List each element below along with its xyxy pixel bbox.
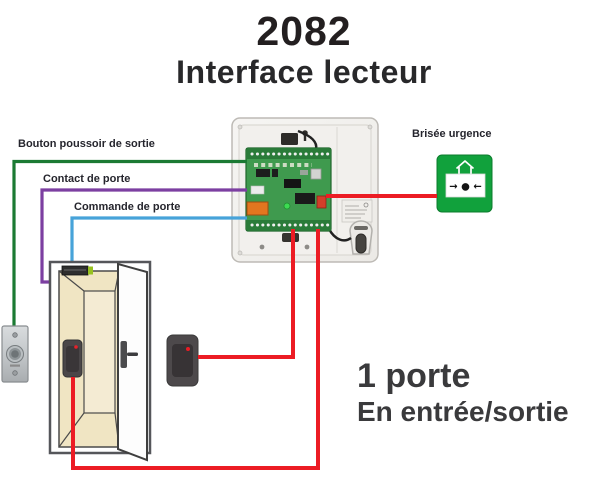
relay-component bbox=[246, 201, 269, 216]
door-lock bbox=[61, 265, 93, 276]
door-count: 1 porte bbox=[357, 357, 471, 395]
emergency-break-glass: → ● ← bbox=[436, 154, 493, 213]
reader-connector bbox=[316, 195, 327, 209]
tamper-switch bbox=[310, 168, 322, 180]
jumper-block bbox=[256, 169, 270, 177]
case-cable bbox=[327, 228, 352, 242]
exit-button-wire bbox=[12, 159, 247, 326]
model-number: 2082 bbox=[256, 8, 352, 54]
ic-chip bbox=[284, 179, 301, 188]
door-command-wire bbox=[70, 216, 247, 268]
label-door-command: Commande de porte bbox=[74, 201, 181, 213]
break-glass-panel bbox=[445, 173, 486, 198]
product-label bbox=[341, 199, 373, 223]
screw-icon bbox=[12, 370, 18, 376]
label-door-contact: Contact de porte bbox=[43, 173, 131, 185]
configuration-summary: 1 porte En entrée/sortie bbox=[357, 357, 569, 428]
mounting-slot bbox=[282, 233, 299, 242]
interior-card-reader bbox=[62, 339, 83, 378]
exterior-reader-wire bbox=[198, 229, 295, 359]
reader-led bbox=[74, 345, 78, 349]
interior-reader-wire bbox=[71, 229, 320, 470]
cable-cutout bbox=[281, 133, 298, 145]
ic-chip-2 bbox=[295, 193, 315, 204]
pcb-label bbox=[250, 185, 265, 195]
exterior-card-reader bbox=[166, 334, 199, 387]
door-leaf bbox=[117, 262, 148, 462]
screw-icon bbox=[12, 332, 18, 338]
status-led bbox=[283, 202, 291, 210]
access-mode: En entrée/sortie bbox=[357, 396, 569, 428]
page-subtitle: Interface lecteur bbox=[176, 54, 432, 91]
pcb-top-cable bbox=[297, 129, 318, 150]
lock-led bbox=[88, 266, 93, 275]
press-here-symbols: → ● ← bbox=[449, 182, 481, 193]
door-handle bbox=[120, 341, 138, 368]
cable-clip bbox=[349, 220, 373, 255]
controller-pcb bbox=[245, 147, 332, 232]
reader-led bbox=[186, 347, 190, 351]
exit-push-button bbox=[1, 325, 29, 383]
label-emergency-break-glass: Brisée urgence bbox=[412, 128, 492, 140]
back-wall bbox=[83, 290, 116, 414]
page-title: 2082 Interface lecteur bbox=[0, 8, 600, 91]
push-button-icon bbox=[11, 350, 19, 358]
label-exit-push-button: Bouton poussoir de sortie bbox=[18, 138, 155, 150]
